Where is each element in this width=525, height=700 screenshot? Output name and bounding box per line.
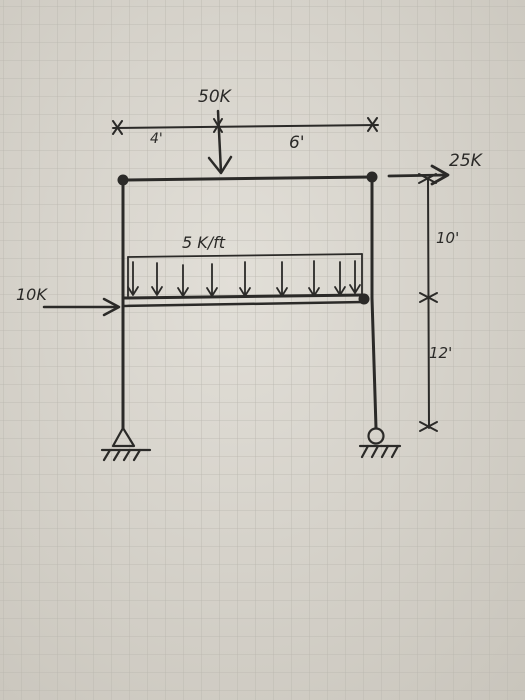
joint-top-right [366, 171, 378, 183]
dim-left-label: 4' [150, 131, 163, 147]
distributed-load-arrows [127, 260, 361, 297]
middle-beam-top-line [121, 293, 366, 300]
top-beam [121, 175, 374, 182]
height-upper-label: 10' [436, 229, 459, 247]
lateral-top-load-label: 25K [449, 151, 484, 171]
lateral-mid-load-label: 10K [16, 285, 48, 304]
middle-beam-bottom-line [121, 300, 366, 308]
joint-middle-right [358, 293, 370, 305]
distributed-load [127, 253, 363, 297]
top-load-label: 50K [198, 87, 233, 107]
right-column [370, 175, 378, 430]
top-load-arrow [207, 109, 233, 175]
joint-top-left [117, 174, 129, 186]
distributed-load-label: 5 K/ft [182, 233, 226, 252]
dim-right-label: 6' [289, 133, 305, 153]
frame [121, 175, 378, 430]
pin-support-icon [100, 426, 152, 462]
lateral-top-load-arrow [387, 164, 450, 186]
distributed-load-top-line [127, 253, 363, 258]
height-dimension [418, 173, 438, 432]
height-lower-label: 12' [429, 344, 452, 362]
lateral-mid-load-arrow [42, 297, 121, 317]
roller-support-icon [358, 427, 402, 459]
